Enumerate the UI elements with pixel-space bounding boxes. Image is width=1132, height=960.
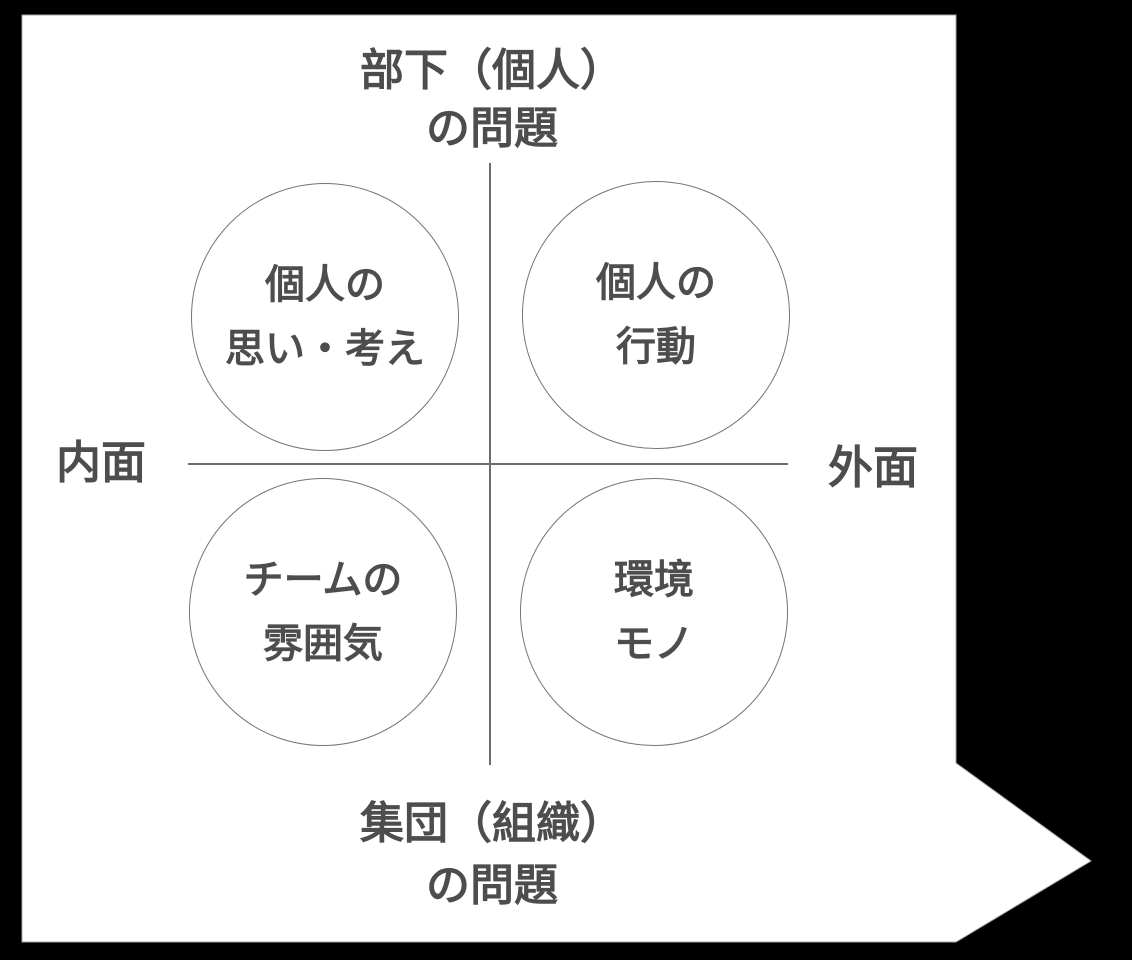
top-axis-label-highlighted-text: 部下	[358, 42, 450, 100]
top-axis-label-line1: 部下（個人）	[242, 42, 742, 100]
quadrant-bottom-left-line2: 雰囲気	[263, 622, 383, 666]
quadrant-top-right-line2: 行動	[616, 325, 696, 369]
quadrant-circle-top-left: 個人の 思い・考え	[191, 183, 459, 451]
quadrant-top-right-line1: 個人の	[596, 261, 716, 305]
top-axis-label-rest-text: （個人）	[448, 46, 624, 95]
quadrant-top-left-line1: 個人の	[265, 263, 385, 307]
quadrant-circle-bottom-left: チームの 雰囲気	[189, 478, 457, 746]
top-axis-label: 部下（個人） の問題	[242, 42, 742, 158]
bottom-axis-label-line1: 集団（組織）	[360, 799, 624, 848]
right-axis-label: 外面	[828, 442, 919, 493]
quadrant-circle-top-right: 個人の 行動	[522, 181, 790, 449]
top-axis-label-line2: の問題	[426, 104, 558, 153]
quadrant-bottom-right-line1: 環境	[614, 558, 694, 602]
left-axis-label: 内面	[53, 426, 149, 504]
horizontal-axis-line	[188, 463, 788, 465]
bottom-axis-label: 集団（組織） の問題	[242, 793, 742, 917]
quadrant-bottom-right-line2: モノ	[614, 622, 694, 666]
quadrant-top-left-line2: 思い・考え	[225, 327, 425, 371]
left-axis-label-text: 内面	[53, 426, 149, 504]
quadrant-bottom-left-line1: チームの	[243, 558, 403, 602]
bottom-axis-label-line2: の問題	[426, 861, 558, 910]
quadrant-circle-bottom-right: 環境 モノ	[520, 478, 788, 746]
